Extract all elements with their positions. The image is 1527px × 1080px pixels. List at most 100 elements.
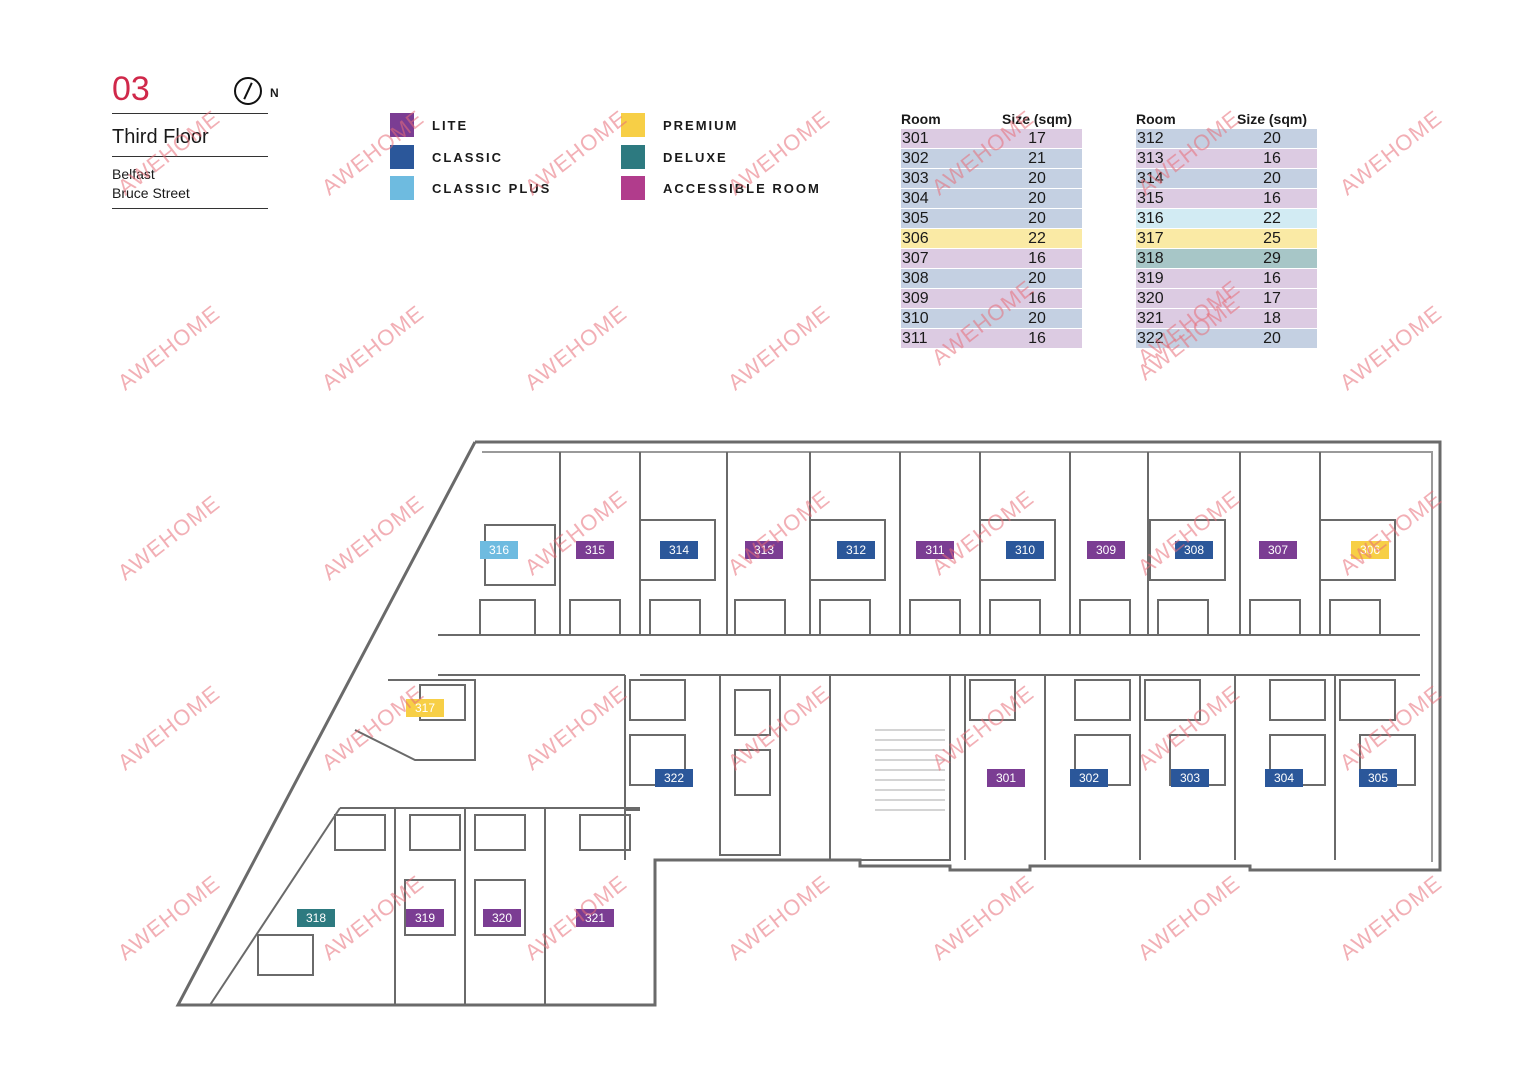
room-number-cell: 316	[1136, 208, 1227, 229]
room-number-cell: 317	[1136, 228, 1227, 249]
room-size-cell: 16	[992, 248, 1082, 269]
room-tag-302: 302	[1070, 769, 1108, 787]
room-tag-319: 319	[406, 909, 444, 927]
room-number-cell: 311	[901, 328, 992, 349]
room-number-cell: 322	[1136, 328, 1227, 349]
room-size-cell: 20	[992, 168, 1082, 189]
room-size-cell: 29	[1227, 248, 1317, 269]
legend-label: DELUXE	[663, 149, 728, 165]
room-number-cell: 318	[1136, 248, 1227, 269]
room-tag-310: 310	[1006, 541, 1044, 559]
room-number-cell: 314	[1136, 168, 1227, 189]
location-city: Belfast	[112, 166, 155, 182]
divider	[112, 156, 268, 157]
room-tag-305: 305	[1359, 769, 1397, 787]
legend-item-classic-plus: CLASSIC PLUS	[390, 176, 551, 200]
room-tag-321: 321	[576, 909, 614, 927]
room-tag-318: 318	[297, 909, 335, 927]
room-tag-307: 307	[1259, 541, 1297, 559]
room-size-cell: 21	[992, 148, 1082, 169]
column-header-room: Room	[1136, 111, 1176, 127]
room-tag-317: 317	[406, 699, 444, 717]
legend-item-deluxe: DELUXE	[621, 145, 728, 169]
legend-label: ACCESSIBLE ROOM	[663, 180, 821, 196]
room-size-cell: 16	[1227, 188, 1317, 209]
room-number-cell: 303	[901, 168, 992, 189]
legend-label: LITE	[432, 117, 469, 133]
room-number-cell: 321	[1136, 308, 1227, 329]
room-number-cell: 319	[1136, 268, 1227, 289]
room-size-cell: 22	[1227, 208, 1317, 229]
watermark-text: AWEHOME	[112, 300, 225, 396]
room-size-cell: 18	[1227, 308, 1317, 329]
room-size-cell: 16	[1227, 148, 1317, 169]
watermark-text: AWEHOME	[1334, 300, 1447, 396]
column-header-size: Size (sqm)	[1001, 111, 1072, 127]
legend-swatch	[621, 176, 645, 200]
room-number-cell: 315	[1136, 188, 1227, 209]
room-size-cell: 17	[1227, 288, 1317, 309]
column-header-room: Room	[901, 111, 941, 127]
room-tag-316: 316	[480, 541, 518, 559]
room-number-cell: 312	[1136, 129, 1227, 149]
legend-item-accessible-room: ACCESSIBLE ROOM	[621, 176, 821, 200]
room-size-cell: 25	[1227, 228, 1317, 249]
watermark-text: AWEHOME	[316, 300, 429, 396]
room-size-cell: 16	[992, 288, 1082, 309]
room-tag-301: 301	[987, 769, 1025, 787]
column-header-size: Size (sqm)	[1236, 111, 1307, 127]
compass-north-label: N	[270, 86, 279, 100]
watermark-text: AWEHOME	[519, 300, 632, 396]
divider	[112, 208, 268, 209]
watermark-text: AWEHOME	[722, 300, 835, 396]
room-number-cell: 306	[901, 228, 992, 249]
room-number-cell: 301	[901, 129, 992, 149]
room-size-cell: 20	[992, 208, 1082, 229]
room-number-cell: 310	[901, 308, 992, 329]
room-size-cell: 16	[1227, 268, 1317, 289]
room-tag-308: 308	[1175, 541, 1213, 559]
legend-swatch	[621, 145, 645, 169]
room-size-cell: 16	[992, 328, 1082, 349]
room-number-cell: 309	[901, 288, 992, 309]
floor-plan-drawing	[175, 440, 1442, 1007]
legend-item-classic: CLASSIC	[390, 145, 503, 169]
room-size-cell: 22	[992, 228, 1082, 249]
legend-item-lite: LITE	[390, 113, 468, 137]
room-size-cell: 20	[992, 308, 1082, 329]
legend-swatch	[390, 113, 414, 137]
room-size-cell: 17	[992, 129, 1082, 149]
room-tag-303: 303	[1171, 769, 1209, 787]
room-tag-309: 309	[1087, 541, 1125, 559]
room-number-cell: 307	[901, 248, 992, 269]
legend-label: CLASSIC PLUS	[432, 180, 552, 196]
legend-label: CLASSIC	[432, 149, 504, 165]
legend-swatch	[390, 145, 414, 169]
room-tag-306: 306	[1351, 541, 1389, 559]
watermark-text: AWEHOME	[1334, 105, 1447, 201]
legend-label: PREMIUM	[663, 117, 739, 133]
room-tag-314: 314	[660, 541, 698, 559]
room-size-cell: 20	[992, 188, 1082, 209]
room-tag-304: 304	[1265, 769, 1303, 787]
floor-name: Third Floor	[112, 126, 209, 148]
room-number-cell: 304	[901, 188, 992, 209]
floor-number: 03	[112, 70, 150, 108]
